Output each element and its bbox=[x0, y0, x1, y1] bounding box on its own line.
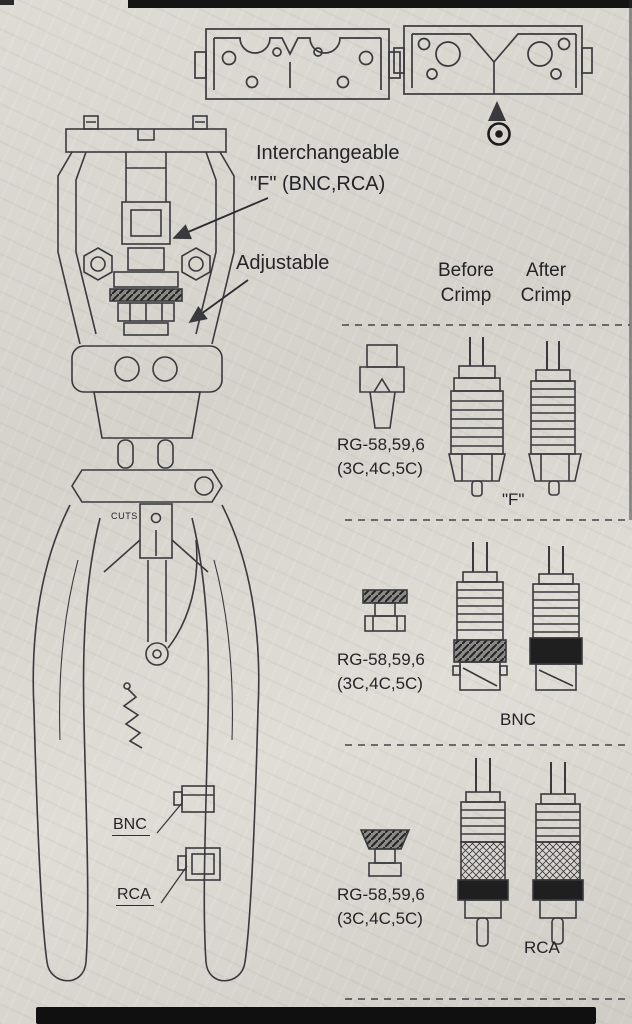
stored-rca-die bbox=[177, 847, 221, 881]
after-crimp-line1: After bbox=[525, 260, 567, 281]
callout-arrows bbox=[172, 197, 269, 324]
right-edge-shadow bbox=[629, 0, 632, 520]
interchangeable-label-line1: Interchangeable bbox=[256, 142, 400, 164]
row-f-model: RG-58,59,6 (3C,4C,5C) bbox=[337, 433, 425, 481]
rca-connector-after bbox=[532, 762, 584, 945]
die-block-left bbox=[194, 28, 401, 100]
adjustable-arrow-icon bbox=[188, 279, 249, 324]
adjustable-nut-stack bbox=[109, 271, 183, 336]
row-rca-connector-label: RCA bbox=[524, 938, 560, 957]
bnc-die-insert bbox=[362, 589, 408, 632]
cuts-label: CUTS bbox=[111, 511, 138, 521]
row-rca-model-line1: RG-58,59,6 bbox=[337, 885, 425, 904]
bnc-connector-before bbox=[452, 542, 508, 691]
before-crimp-header: Before Crimp bbox=[424, 258, 508, 308]
tool-bnc-label: BNC bbox=[112, 816, 150, 836]
die-block-right bbox=[393, 25, 593, 95]
after-crimp-line2: Crimp bbox=[520, 285, 572, 306]
before-crimp-line1: Before bbox=[438, 260, 494, 281]
section-dividers bbox=[342, 324, 630, 1000]
stored-bnc-die bbox=[173, 785, 215, 813]
row-f-model-line1: RG-58,59,6 bbox=[337, 435, 425, 454]
cutter-blade bbox=[139, 503, 173, 559]
bottom-black-bar bbox=[36, 1007, 596, 1024]
handle-spring bbox=[122, 682, 143, 749]
f-connector-after bbox=[528, 341, 582, 496]
bnc-connector-after bbox=[529, 546, 583, 691]
row-bnc-model-line2: (3C,4C,5C) bbox=[337, 674, 423, 693]
center-conductor-symbol-icon bbox=[487, 122, 511, 146]
row-rca-model: RG-58,59,6 (3C,4C,5C) bbox=[337, 883, 425, 931]
before-crimp-line2: Crimp bbox=[440, 285, 492, 306]
crimp-tool-drawing bbox=[32, 115, 260, 982]
f-die-insert bbox=[359, 344, 405, 429]
interchangeable-die-head bbox=[121, 201, 171, 245]
tool-rca-label: RCA bbox=[116, 886, 154, 906]
rca-connector-before bbox=[457, 758, 509, 947]
row-bnc-model: RG-58,59,6 (3C,4C,5C) bbox=[337, 648, 425, 696]
row-rca-model-line2: (3C,4C,5C) bbox=[337, 909, 423, 928]
row-bnc-connector-label: BNC bbox=[500, 710, 536, 729]
interchangeable-label-line2: "F" (BNC,RCA) bbox=[250, 173, 386, 195]
interchangeable-arrow-icon bbox=[172, 197, 269, 240]
top-corner-shadow bbox=[0, 0, 14, 5]
row-bnc-model-line1: RG-58,59,6 bbox=[337, 650, 425, 669]
top-edge-shadow bbox=[128, 0, 632, 8]
rca-die-insert bbox=[359, 829, 411, 877]
row-f-connector-label: "F" bbox=[502, 490, 525, 509]
after-crimp-header: After Crimp bbox=[508, 258, 584, 308]
adjustable-label: Adjustable bbox=[236, 252, 330, 274]
f-connector-before bbox=[448, 337, 506, 497]
row-f-model-line2: (3C,4C,5C) bbox=[337, 459, 423, 478]
